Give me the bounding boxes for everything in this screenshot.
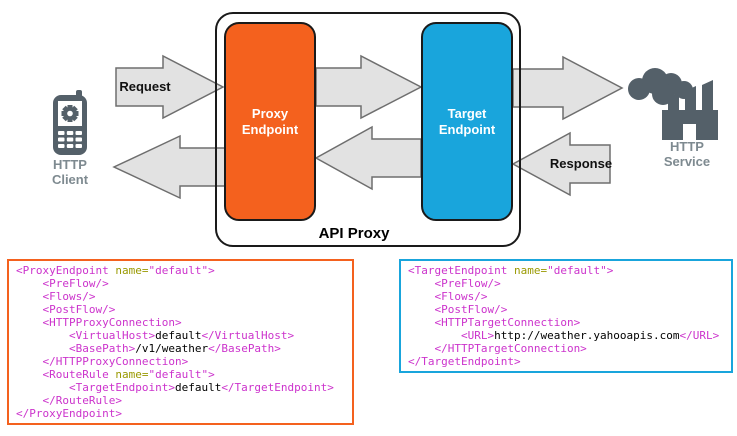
code-line: <TargetEndpoint name="default">	[408, 264, 614, 277]
http-service-label: HTTP Service	[663, 139, 711, 169]
code-line: </HTTPTargetConnection>	[408, 342, 587, 355]
request-arrow	[115, 54, 225, 120]
code-line: <TargetEndpoint>default</TargetEndpoint>	[16, 381, 334, 394]
code-line: <PostFlow/>	[16, 303, 116, 316]
proxy-endpoint-label-line2: Endpoint	[241, 121, 299, 137]
code-line: </HTTPProxyConnection>	[16, 355, 189, 368]
code-line: <URL>http://weather.yahooapis.com</URL>	[408, 329, 720, 342]
proxy-endpoint-code-block: <ProxyEndpoint name="default"> <PreFlow/…	[7, 259, 354, 425]
target-endpoint-code-block: <TargetEndpoint name="default"> <PreFlow…	[399, 259, 733, 373]
code-line: </RouteRule>	[16, 394, 122, 407]
target-to-proxy-arrow	[314, 125, 422, 191]
code-line: </ProxyEndpoint>	[16, 407, 122, 420]
proxy-endpoint-box: Proxy Endpoint	[224, 22, 316, 221]
proxy-to-client-arrow	[112, 134, 227, 200]
mobile-phone-icon	[53, 90, 87, 155]
target-to-service-arrow	[512, 55, 624, 121]
code-line: <Flows/>	[408, 290, 488, 303]
response-arrow	[511, 131, 611, 197]
code-line: <HTTPProxyConnection>	[16, 316, 182, 329]
code-line: <HTTPTargetConnection>	[408, 316, 581, 329]
code-line: <BasePath>/v1/weather</BasePath>	[16, 342, 281, 355]
api-proxy-label: API Proxy	[318, 225, 390, 242]
code-line: <RouteRule name="default">	[16, 368, 215, 381]
http-client-label: HTTP Client	[51, 157, 89, 187]
code-line: <Flows/>	[16, 290, 96, 303]
code-line: <PostFlow/>	[408, 303, 508, 316]
factory-cloud-icon	[628, 68, 718, 140]
code-line: </TargetEndpoint>	[408, 355, 521, 368]
code-line: <ProxyEndpoint name="default">	[16, 264, 215, 277]
code-line: <PreFlow/>	[408, 277, 501, 290]
target-endpoint-label-line1: Target	[447, 105, 487, 121]
proxy-to-target-arrow	[315, 54, 423, 120]
request-label: Request	[119, 79, 171, 94]
flow-arrows	[112, 54, 624, 200]
proxy-endpoint-label-line1: Proxy	[251, 105, 289, 121]
target-endpoint-label-line2: Endpoint	[438, 121, 496, 137]
code-line: <PreFlow/>	[16, 277, 109, 290]
response-label: Response	[549, 156, 613, 171]
target-endpoint-box: Target Endpoint	[421, 22, 513, 221]
code-line: <VirtualHost>default</VirtualHost>	[16, 329, 295, 342]
